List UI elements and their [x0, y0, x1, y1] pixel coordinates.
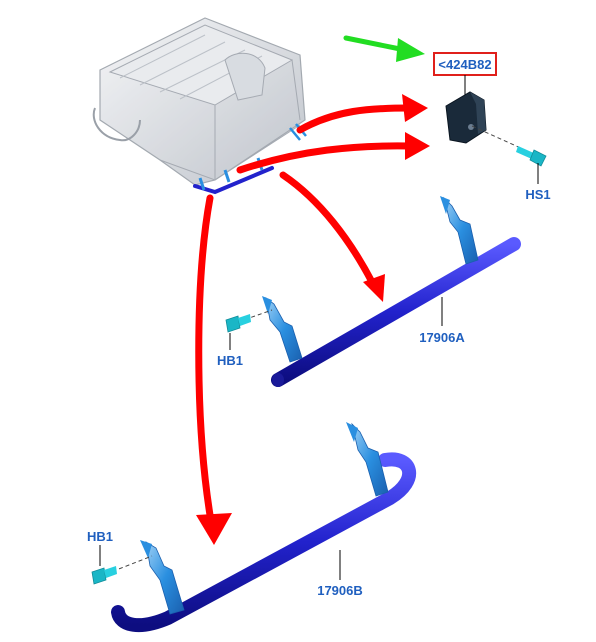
arrow-to-bracket-lower [236, 142, 414, 174]
arrowhead-step-bar-b [196, 513, 232, 545]
arrowhead-upper [402, 94, 428, 122]
highlight-arrow [343, 35, 425, 62]
step-bar-b [111, 422, 416, 633]
callout-label-424b82: <424B82 [438, 57, 491, 72]
callout-step-bar-17906b[interactable]: 17906B [317, 583, 363, 598]
bolt-icon [225, 309, 273, 333]
step-bar-a [262, 196, 521, 387]
arrow-to-bracket-upper [296, 104, 414, 134]
arrow-to-step-bar-b [195, 194, 214, 519]
bolt-icon [91, 555, 153, 585]
bracket-icon [445, 91, 487, 144]
arrowhead-step-bar-a [363, 274, 385, 302]
callout-bracket-boxed[interactable]: <424B82 [433, 52, 497, 95]
callout-step-bar-17906a[interactable]: 17906A [419, 330, 465, 345]
pointer-arrows [195, 94, 430, 545]
callout-bolt-hb1-bottom[interactable]: HB1 [87, 529, 113, 544]
callout-screw-hs1[interactable]: HS1 [525, 187, 550, 202]
truck-bed-icon [92, 17, 307, 195]
callout-bolt-hb1-middle[interactable]: HB1 [217, 353, 243, 368]
arrowhead-lower [405, 132, 430, 160]
screw-icon [471, 125, 547, 167]
arrow-to-step-bar-a [279, 171, 376, 286]
